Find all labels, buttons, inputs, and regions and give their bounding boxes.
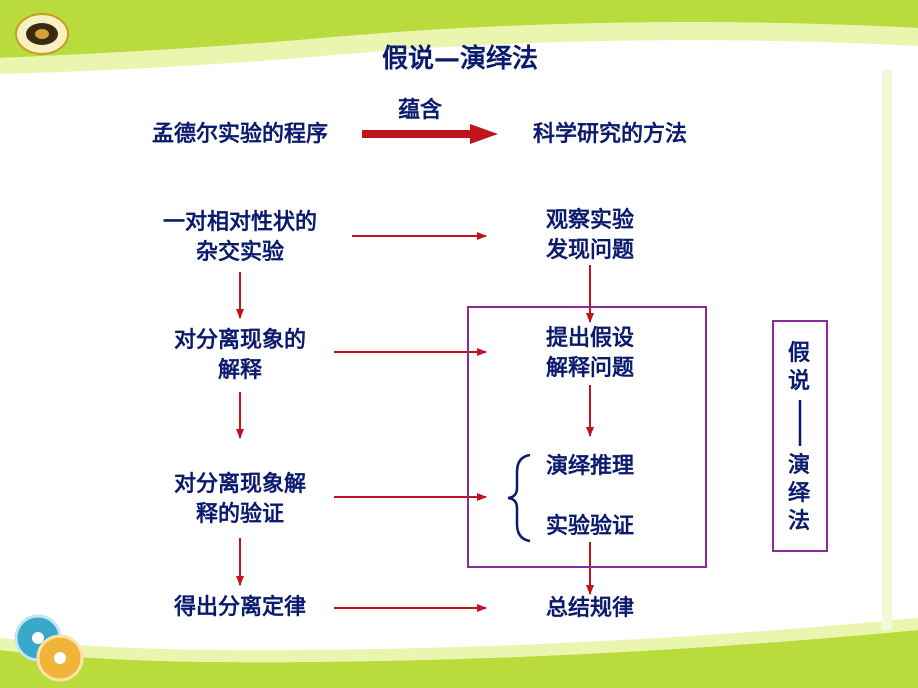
cd-discs-icon (14, 614, 84, 682)
header-right-label: 科学研究的方法 (532, 122, 687, 147)
left-step-2-line2: 解释 (217, 358, 262, 383)
left-step-1-line1: 一对相对性状的 (162, 210, 317, 235)
implies-arrow (362, 124, 498, 144)
top-green-band (0, 0, 918, 58)
left-step-2-line1: 对分离现象的 (173, 328, 306, 353)
bottom-light-band (0, 618, 918, 663)
page-title: 假说—演绎法 (381, 44, 538, 74)
right-step-2: 提出假设 解释问题 (500, 324, 680, 384)
right-step-2-line1: 提出假设 (545, 326, 634, 351)
left-step-1: 一对相对性状的 杂交实验 (130, 208, 350, 268)
left-step-1-line2: 杂交实验 (195, 240, 284, 265)
top-light-band (0, 22, 918, 75)
left-step-3-line1: 对分离现象解 (173, 472, 306, 497)
side-label-top-text: 假说 (787, 341, 810, 394)
right-step-1-line2: 发现问题 (545, 238, 634, 263)
right-step-1: 观察实验 发现问题 (500, 206, 680, 266)
school-emblem-icon (15, 13, 69, 55)
right-step-3: 演绎推理 (545, 454, 634, 479)
side-label-bottom: 演绎法 (785, 452, 815, 536)
header-arrow-label: 蕴含 (397, 98, 442, 123)
bottom-green-band (0, 630, 918, 688)
right-step-5: 总结规律 (545, 596, 634, 621)
hypothesis-deduction-box (467, 306, 707, 568)
brace-icon (507, 453, 531, 543)
left-step-3: 对分离现象解 释的验证 (130, 470, 350, 530)
side-label-box (772, 320, 828, 552)
right-step-2-line2: 解释问题 (545, 356, 634, 381)
left-step-3-line2: 释的验证 (195, 502, 284, 527)
left-step-2: 对分离现象的 解释 (130, 326, 350, 386)
side-label-bottom-text: 演绎法 (787, 453, 810, 534)
left-step-4-line1: 得出分离定律 (173, 595, 306, 620)
right-step-4: 实验验证 (545, 514, 634, 539)
side-label-top: 假说 (785, 340, 815, 396)
left-step-4: 得出分离定律 (130, 593, 350, 623)
right-step-1-line1: 观察实验 (545, 208, 634, 233)
right-accent-strip (882, 70, 892, 630)
header-left-label: 孟德尔实验的程序 (151, 122, 328, 147)
